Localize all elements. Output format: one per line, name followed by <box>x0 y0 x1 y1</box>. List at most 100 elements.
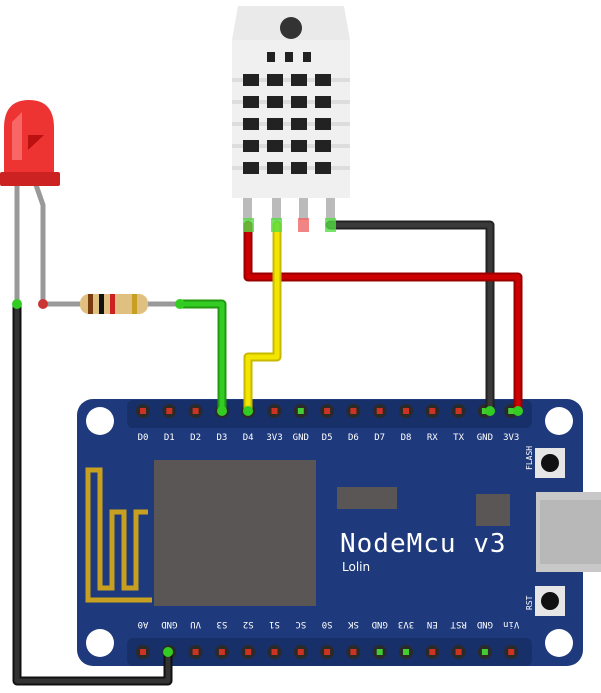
header-pin <box>508 649 515 655</box>
mounting-hole <box>86 629 114 657</box>
header-pin <box>297 408 304 414</box>
top-pin-label: TX <box>453 433 464 443</box>
dht-pin-gnd-marker <box>325 218 336 232</box>
grille-slot <box>315 74 331 86</box>
dht-pin <box>326 198 335 220</box>
dht-pin <box>299 198 308 220</box>
red-led <box>0 100 80 309</box>
header-pin <box>324 649 331 655</box>
header-pin <box>192 649 199 655</box>
board-name: NodeMcu v3 <box>340 529 507 559</box>
header-pin <box>376 649 383 655</box>
grille-slot <box>243 140 259 152</box>
wire-black-gnd <box>327 222 493 414</box>
header-pin <box>481 649 488 655</box>
wire-red-3v3 <box>245 222 521 414</box>
header-pin <box>324 408 331 414</box>
joint-3v3 <box>513 406 523 416</box>
joint-gnd <box>485 406 495 416</box>
resistor <box>80 294 185 314</box>
rst-button-cap[interactable] <box>541 592 559 610</box>
resistor-band <box>99 294 104 314</box>
header-pin <box>429 408 436 414</box>
grille-slot <box>267 74 283 86</box>
wire-black-led <box>14 301 171 684</box>
header-pin <box>271 649 278 655</box>
grille-slot <box>285 52 293 62</box>
grille-slot <box>291 74 307 86</box>
wire-green-d3 <box>177 301 225 414</box>
grille-slot <box>315 162 331 174</box>
led-leg-anode <box>33 184 80 307</box>
usb-connector-inner <box>540 500 601 564</box>
board-vendor: Lolin <box>342 560 370 574</box>
antenna-trace <box>85 467 152 603</box>
dht-mount-hole <box>280 17 302 39</box>
bottom-pin-label: S0 <box>322 619 333 629</box>
led-rim <box>0 172 60 186</box>
top-pin-label: D8 <box>401 433 412 443</box>
wires <box>12 220 523 686</box>
grille-slot <box>315 96 331 108</box>
bottom-pin-label: A0 <box>138 619 149 629</box>
rst-label: RST <box>525 595 534 610</box>
resistor-joint <box>175 299 185 309</box>
led-anode-joint <box>38 299 48 309</box>
header-pin <box>455 408 462 414</box>
header-pin <box>218 649 225 655</box>
bottom-pin-label: GND <box>161 619 177 629</box>
grille-slot <box>243 96 259 108</box>
esp-chip <box>154 460 316 606</box>
header-pin <box>376 408 383 414</box>
header-pin <box>403 408 409 414</box>
dht-pin-nc-marker <box>298 218 309 232</box>
led-highlight <box>12 112 22 160</box>
top-pin-label: D0 <box>138 433 149 443</box>
wire-black-gnd-outline <box>325 220 495 416</box>
mounting-hole <box>86 407 114 435</box>
top-pin-label: D7 <box>374 433 385 443</box>
header-pin <box>350 649 357 655</box>
mounting-hole <box>545 407 573 435</box>
header-pin <box>140 649 146 655</box>
header-pin <box>403 649 409 655</box>
usb-chip <box>337 487 397 509</box>
bottom-pin-label: S2 <box>243 619 254 629</box>
top-pin-label: RX <box>427 433 438 443</box>
header-pin <box>429 649 436 655</box>
grille-slot <box>291 140 307 152</box>
header-pin <box>192 408 199 414</box>
bottom-pin-label: GND <box>477 619 493 629</box>
grille-slot <box>303 52 311 62</box>
wire-green-d3-outline <box>175 299 227 416</box>
board-joints <box>163 406 523 657</box>
top-pin-label: 3V3 <box>503 433 519 443</box>
dht-pin <box>243 198 252 220</box>
dht-pin-vcc-marker <box>243 218 254 232</box>
top-pin-label: D5 <box>322 433 333 443</box>
grille-slot <box>315 118 331 130</box>
grille-slot <box>243 74 259 86</box>
grille-slot <box>315 140 331 152</box>
top-pin-label: GND <box>293 433 309 443</box>
header-pin <box>166 408 173 414</box>
bottom-pin-label: GND <box>372 619 388 629</box>
flash-button-cap[interactable] <box>541 454 559 472</box>
header-pin <box>140 408 146 414</box>
bottom-pin-label: SK <box>347 619 358 629</box>
flash-label: FLASH <box>525 446 534 470</box>
bottom-pin-label: S1 <box>269 619 280 629</box>
grille-slot <box>267 96 283 108</box>
header-pin <box>455 649 462 655</box>
top-pin-label: 3V3 <box>266 433 282 443</box>
bottom-pin-label: S3 <box>216 619 227 629</box>
grille-slot <box>243 118 259 130</box>
header-pin <box>508 408 515 414</box>
top-pin-label: D2 <box>190 433 201 443</box>
joint-bottom-gnd <box>163 647 173 657</box>
joint-d4 <box>243 406 253 416</box>
bottom-pin-label: SC <box>295 619 306 629</box>
dht-pin <box>272 198 281 220</box>
